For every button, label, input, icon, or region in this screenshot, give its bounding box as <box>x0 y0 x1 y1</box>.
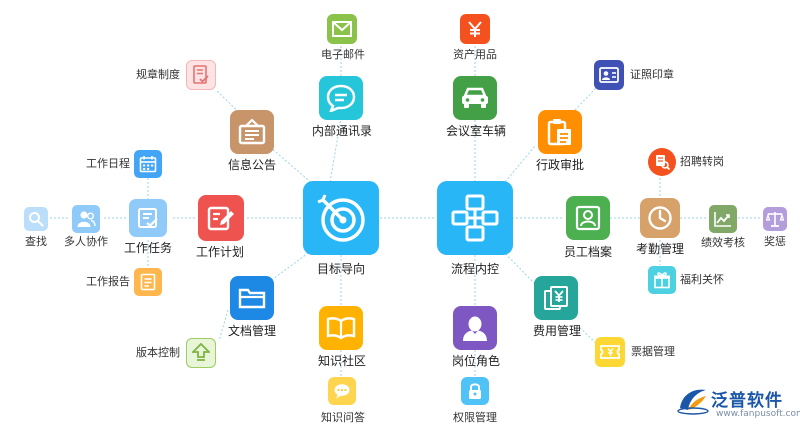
employee-card-icon <box>575 205 601 231</box>
notice-module-tile[interactable] <box>230 110 274 154</box>
connector <box>574 87 597 111</box>
certificate-module-tile[interactable] <box>594 60 624 90</box>
docs-module-tile[interactable] <box>230 276 274 320</box>
search-module-tile[interactable] <box>24 207 48 231</box>
target-hub-label: 目标导向 <box>316 262 366 276</box>
target-hub-tile[interactable] <box>303 181 379 255</box>
recruit-module-tile[interactable] <box>648 148 676 176</box>
certificate-module-label: 证照印章 <box>630 68 674 81</box>
ticket-icon <box>600 345 620 359</box>
work-calendar-module-label: 工作日程 <box>86 157 130 170</box>
speech-bubble-icon <box>334 384 350 399</box>
version-module-tile[interactable] <box>186 338 216 368</box>
assets-module-label: 资产用品 <box>453 48 497 61</box>
brand-logo: 泛普软件 www.fanpusoft.com <box>676 384 800 426</box>
bills-module-tile[interactable] <box>595 337 625 367</box>
admin-approval-module-tile[interactable] <box>538 110 582 154</box>
lock-icon <box>469 383 481 399</box>
folder-icon <box>238 288 266 309</box>
recruit-module-label: 招聘转岗 <box>680 155 724 168</box>
internal-chat-module-label: 内部通讯录 <box>311 124 373 138</box>
collaboration-module-label: 多人协作 <box>64 235 108 248</box>
performance-module-tile[interactable] <box>709 205 737 233</box>
assets-module-tile[interactable] <box>460 14 490 44</box>
id-card-icon <box>599 67 619 83</box>
open-book-icon <box>326 317 356 340</box>
qa-module-tile[interactable] <box>328 377 356 405</box>
admin-approval-module-label: 行政审批 <box>535 158 585 172</box>
collaboration-module-tile[interactable] <box>72 205 100 233</box>
document-check-icon <box>193 65 209 84</box>
attendance-module-label: 考勤管理 <box>635 242 685 256</box>
qa-module-label: 知识问答 <box>321 411 365 424</box>
staff-module-label: 员工档案 <box>563 245 613 259</box>
clipboard-icon <box>547 119 571 146</box>
flowchart-icon <box>451 194 499 242</box>
search-module-label: 查找 <box>25 235 47 248</box>
email-module-label: 电子邮件 <box>321 48 365 61</box>
report-module-label: 工作报告 <box>86 275 130 288</box>
upload-arrow-icon <box>192 343 210 361</box>
process-hub-label: 流程内控 <box>450 262 500 276</box>
cost-module-tile[interactable] <box>534 276 578 320</box>
role-module-label: 岗位角色 <box>451 354 501 368</box>
brand-name: 泛普软件 <box>711 391 783 411</box>
edit-note-icon <box>207 206 234 231</box>
knowledge-module-label: 知识社区 <box>317 354 367 368</box>
plan-module-tile[interactable] <box>198 195 244 241</box>
internal-chat-module-tile[interactable] <box>319 76 363 120</box>
envelope-icon <box>332 21 352 37</box>
magnifier-icon <box>29 212 44 227</box>
gift-icon <box>654 272 670 289</box>
docs-module-label: 文档管理 <box>227 324 277 338</box>
reward-module-label: 奖惩 <box>764 235 786 248</box>
person-icon <box>463 316 487 341</box>
connector <box>576 324 599 346</box>
welfare-module-label: 福利关怀 <box>680 273 724 286</box>
brand-mark-icon <box>677 389 709 415</box>
reward-module-tile[interactable] <box>763 207 787 231</box>
permission-module-label: 权限管理 <box>453 411 497 424</box>
yen-icon <box>468 21 482 37</box>
welfare-module-tile[interactable] <box>648 266 676 294</box>
meeting-car-module-tile[interactable] <box>453 76 497 120</box>
report-module-tile[interactable] <box>134 268 162 296</box>
version-module-label: 版本控制 <box>136 346 180 359</box>
cost-module-label: 费用管理 <box>532 324 582 338</box>
process-hub-tile[interactable] <box>437 181 513 255</box>
attendance-module-tile[interactable] <box>640 198 680 238</box>
receipt-stack-icon <box>544 286 568 310</box>
scale-icon <box>766 212 784 227</box>
meeting-car-module-label: 会议室车辆 <box>445 124 507 138</box>
trend-chart-icon <box>714 212 731 227</box>
knowledge-module-tile[interactable] <box>319 306 363 350</box>
email-module-tile[interactable] <box>327 14 357 44</box>
notice-module-label: 信息公告 <box>227 158 277 172</box>
connector <box>329 117 342 183</box>
work-calendar-module-tile[interactable] <box>134 150 162 178</box>
calendar-icon <box>139 156 157 173</box>
role-module-tile[interactable] <box>453 306 497 350</box>
plan-module-label: 工作计划 <box>195 245 245 259</box>
rules-module-tile[interactable] <box>186 60 216 90</box>
task-list-icon <box>138 208 158 228</box>
car-icon <box>462 87 488 108</box>
bulletin-board-icon <box>238 118 266 145</box>
chat-bubble-icon <box>326 84 356 112</box>
permission-module-tile[interactable] <box>461 377 489 405</box>
performance-module-label: 绩效考核 <box>701 236 745 249</box>
brand-url: www.fanpusoft.com <box>716 409 800 419</box>
people-icon <box>77 211 96 227</box>
connector <box>218 309 229 342</box>
task-module-tile[interactable] <box>129 199 167 237</box>
recruit-search-icon <box>656 155 671 171</box>
staff-module-tile[interactable] <box>566 196 610 240</box>
clock-icon <box>648 206 672 230</box>
bills-module-label: 票据管理 <box>631 345 675 358</box>
target-icon <box>317 194 365 242</box>
rules-module-label: 规章制度 <box>136 68 180 81</box>
report-doc-icon <box>140 273 156 291</box>
task-module-label: 工作任务 <box>123 241 173 255</box>
